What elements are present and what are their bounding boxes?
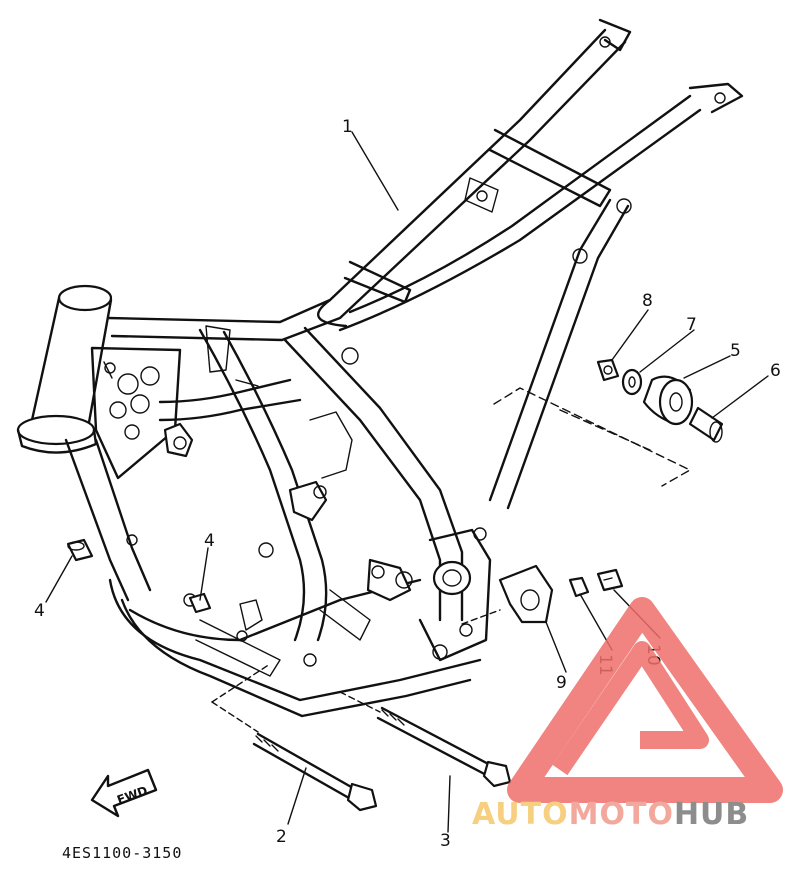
bolt-8 — [596, 358, 620, 382]
callout-7: 7 — [686, 315, 697, 335]
bracket-9 — [498, 564, 554, 624]
callout-8: 8 — [642, 291, 653, 311]
callout-4-left: 4 — [34, 601, 45, 621]
head-pipe — [16, 284, 113, 454]
collar-4-center — [188, 592, 212, 614]
bolt-2 — [252, 732, 378, 812]
swingarm-pivot — [418, 527, 492, 662]
bolt-10 — [596, 568, 624, 592]
callout-2: 2 — [276, 827, 287, 847]
forward-arrow: FWD — [90, 768, 158, 818]
watermark-word-auto: AUTO — [472, 797, 569, 832]
damper-5 — [642, 375, 694, 426]
nut-11 — [568, 576, 590, 598]
diagram-part-code: 4ES1100-3150 — [62, 844, 182, 862]
svg-text:AUTOMOTOHUB: AUTOMOTOHUB — [472, 797, 749, 832]
callout-9: 9 — [556, 673, 567, 693]
watermark: AUTOMOTOHUB — [472, 597, 783, 832]
main-frame — [16, 18, 744, 718]
callout-3: 3 — [440, 831, 451, 851]
collar-6 — [688, 406, 724, 443]
watermark-word-hub: HUB — [674, 797, 749, 832]
callout-4-center: 4 — [204, 531, 215, 551]
collar-4-left — [66, 538, 94, 562]
watermark-logo-icon — [507, 597, 783, 803]
bolt-3 — [376, 706, 512, 788]
callout-5: 5 — [730, 341, 741, 361]
callout-6: 6 — [770, 361, 781, 381]
washer-7 — [621, 368, 643, 396]
callout-1: 1 — [342, 117, 353, 137]
head-gusset — [90, 346, 182, 480]
watermark-word-moto: MOTO — [569, 797, 674, 832]
